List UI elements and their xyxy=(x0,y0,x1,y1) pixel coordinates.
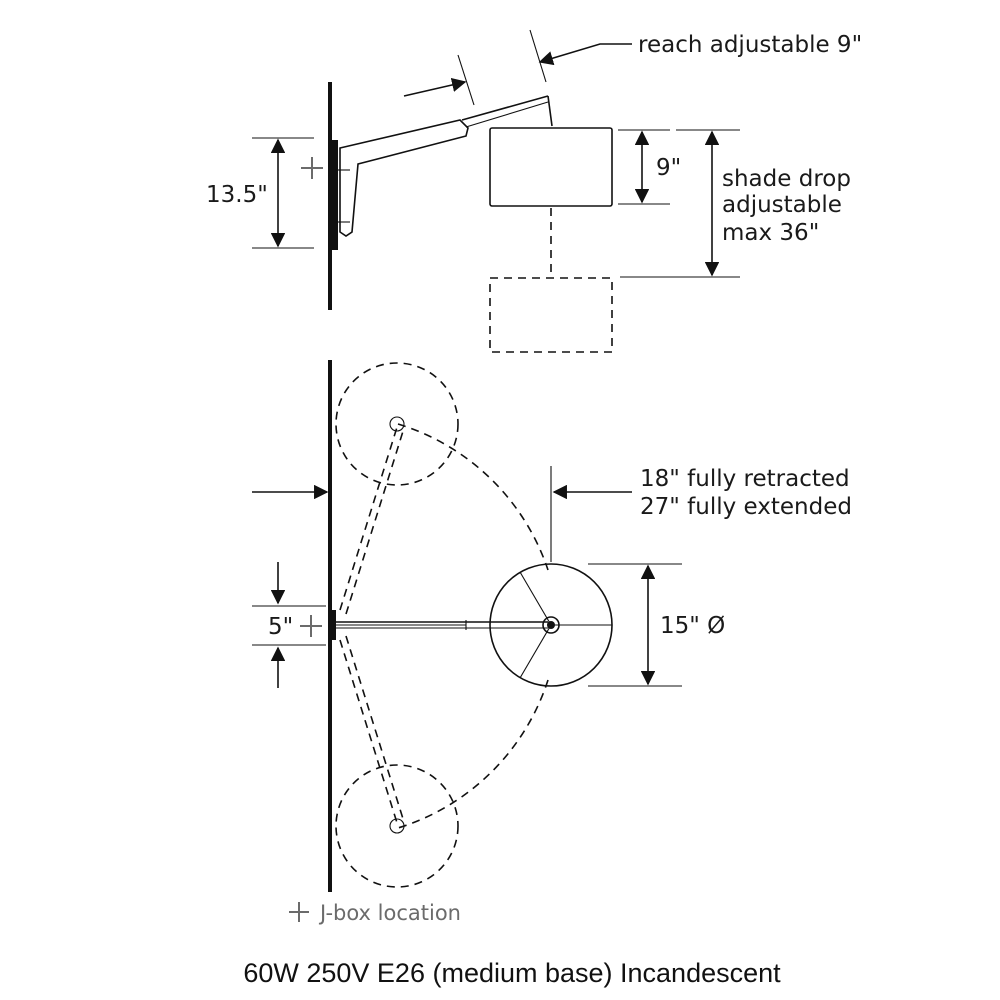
extended-label: 27" fully extended xyxy=(640,494,852,520)
jbox-label: J-box location xyxy=(318,901,461,925)
side-arm-bracket xyxy=(339,119,469,237)
footer-spec: 60W 250V E26 (medium base) Incandescent xyxy=(243,958,781,988)
side-shade xyxy=(489,127,613,207)
shade-drop-label-2: adjustable xyxy=(722,192,842,218)
top-swing-arc xyxy=(397,423,549,571)
shade-height-label: 9" xyxy=(656,155,681,181)
side-backplate xyxy=(332,140,338,250)
top-shade-swung-lower xyxy=(335,764,459,888)
side-jbox-plus-icon xyxy=(301,157,323,179)
top-shade-swung-upper xyxy=(335,362,459,486)
shade-drop-label-3: max 36" xyxy=(722,220,819,246)
offset-label: 5" xyxy=(268,614,293,640)
side-arm-rod xyxy=(461,95,549,121)
side-view: reach adjustable 9" 13.5" 9" shade drop … xyxy=(206,29,862,353)
diameter-label: 15" Ø xyxy=(660,613,725,639)
jbox-legend: J-box location xyxy=(289,901,461,925)
jbox-plus-icon xyxy=(289,902,309,922)
height-label: 13.5" xyxy=(206,182,268,208)
reach-label: reach adjustable 9" xyxy=(638,32,862,58)
top-jbox-plus-icon xyxy=(300,615,322,637)
shade-drop-label-1: shade drop xyxy=(722,166,851,192)
retracted-label: 18" fully retracted xyxy=(640,466,850,492)
side-shade-lowered xyxy=(489,277,613,353)
top-view: 18" fully retracted 27" fully extended 5… xyxy=(252,360,852,892)
side-arm-elbow xyxy=(547,95,553,127)
